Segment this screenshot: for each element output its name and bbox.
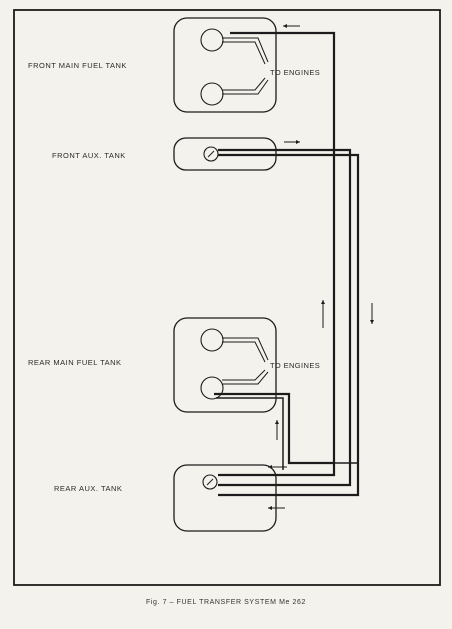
transfer-line-b — [218, 148, 352, 487]
front-engine-pipe-upper-b — [222, 41, 266, 65]
rear-main-lower-port — [200, 376, 224, 400]
front-aux-port-mark — [207, 150, 215, 158]
flow-arrow-top — [283, 24, 300, 28]
rear-aux-tank — [173, 464, 277, 532]
label-front-main-tank: FRONT MAIN FUEL TANK — [28, 61, 127, 70]
rear-main-upper-port — [200, 328, 224, 352]
flow-arrow-bottom — [268, 506, 285, 510]
front-engine-pipe-lower-b — [222, 77, 266, 91]
label-to-engines-front: TO ENGINES — [270, 68, 321, 77]
flow-arrow-rear-aux — [268, 465, 287, 469]
front-main-lower-port — [200, 82, 224, 106]
label-to-engines-rear: TO ENGINES — [270, 361, 321, 370]
front-engine-pipe-upper — [222, 37, 269, 63]
rear-aux-port-mark — [206, 478, 214, 486]
diagram-frame — [13, 9, 441, 586]
front-engine-pipe-lower — [222, 79, 269, 95]
label-front-aux-tank: FRONT AUX. TANK — [52, 151, 126, 160]
front-main-upper-port — [200, 28, 224, 52]
transfer-line-d — [214, 392, 334, 465]
rear-engine-pipe-lower-b — [222, 369, 266, 381]
flow-arrow-up-left — [321, 300, 325, 328]
label-rear-main-tank: REAR MAIN FUEL TANK — [28, 358, 122, 367]
transfer-line-c — [218, 153, 360, 497]
rear-engine-pipe-lower — [222, 371, 269, 385]
rear-engine-pipe-upper — [222, 337, 269, 361]
front-main-tank — [173, 17, 277, 113]
label-rear-aux-tank: REAR AUX. TANK — [54, 484, 123, 493]
transfer-line-e — [216, 397, 284, 470]
figure-caption: Fig. 7 – FUEL TRANSFER SYSTEM Me 262 — [145, 599, 307, 606]
flow-arrow-rear-up — [275, 420, 279, 440]
flow-arrow-down-right — [370, 303, 374, 324]
rear-main-tank — [173, 317, 277, 413]
flow-arrow-front-aux — [284, 140, 300, 144]
rear-engine-pipe-upper-b — [222, 341, 266, 363]
rear-aux-port — [202, 474, 218, 490]
transfer-line-a — [218, 31, 336, 477]
